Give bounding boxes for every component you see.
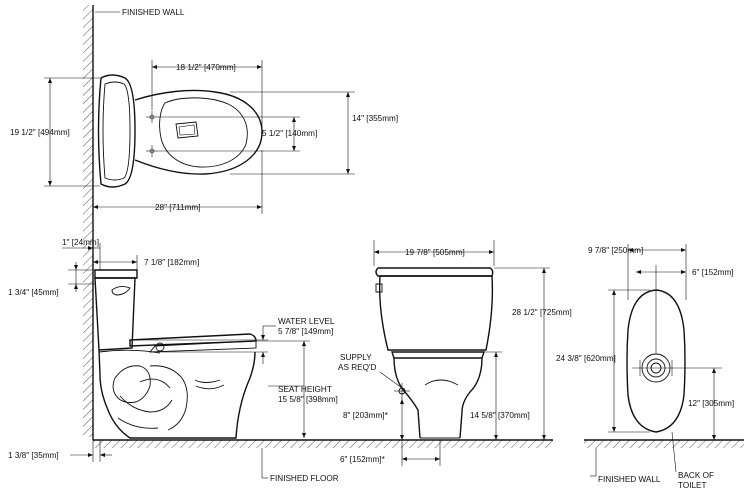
finished-wall-top-label: FINISHED WALL bbox=[122, 8, 185, 17]
dim-rear-half: 6" [152mm] bbox=[692, 268, 734, 277]
dim-top-bolts: 5 1/2" [140mm] bbox=[262, 129, 317, 138]
dim-rear-width: 9 7/8" [250mm] bbox=[588, 246, 643, 255]
dim-front-height: 28 1/2" [725mm] bbox=[512, 308, 572, 317]
supply-label-2: AS REQ'D bbox=[338, 363, 377, 372]
plan-view bbox=[626, 289, 686, 433]
dim-rear-length: 24 3/8" [620mm] bbox=[556, 354, 616, 363]
dim-top-length: 28" [711mm] bbox=[155, 203, 201, 212]
dim-top-width: 18 1/2" [470mm] bbox=[176, 63, 236, 72]
dim-front-supply-height: 8" [203mm]* bbox=[343, 411, 389, 420]
dim-side-water-level: 5 7/8" [149mm] bbox=[278, 327, 333, 336]
back-of-toilet-label-2: TOILET bbox=[678, 481, 707, 490]
dim-front-tank-width: 19 7/8" [505mm] bbox=[405, 248, 465, 257]
finished-wall-bottom-label: FINISHED WALL bbox=[598, 475, 661, 484]
dim-front-supply-offset: 6" [152mm]* bbox=[340, 455, 386, 464]
finished-wall-bottom bbox=[584, 439, 744, 448]
seat-height-label: SEAT HEIGHT bbox=[278, 385, 332, 394]
dim-rear-rough-in: 12" [305mm] bbox=[688, 399, 734, 408]
dim-side-base: 1 3/8" [35mm] bbox=[8, 451, 59, 460]
dim-side-seat-height: 15 5/8" [398mm] bbox=[278, 395, 338, 404]
finished-floor-label: FINISHED FLOOR bbox=[270, 474, 339, 483]
finished-floor bbox=[93, 439, 553, 448]
side-view bbox=[94, 269, 257, 439]
back-of-toilet-label-1: BACK OF bbox=[678, 471, 714, 480]
dim-side-tank-depth: 7 1/8" [182mm] bbox=[144, 258, 199, 267]
dim-top-bowl-width: 14" [355mm] bbox=[352, 114, 398, 123]
top-view bbox=[97, 74, 263, 188]
supply-label-1: SUPPLY bbox=[340, 353, 372, 362]
water-level-label: WATER LEVEL bbox=[278, 317, 335, 326]
dim-front-bowl-height: 14 5/8" [370mm] bbox=[470, 411, 530, 420]
finished-wall-left bbox=[83, 5, 94, 440]
dim-top-depth: 19 1/2" [494mm] bbox=[10, 128, 70, 137]
dim-side-tank-offset: 1 3/4" [45mm] bbox=[8, 288, 59, 297]
dim-side-gap: 1" [24mm] bbox=[62, 238, 99, 247]
